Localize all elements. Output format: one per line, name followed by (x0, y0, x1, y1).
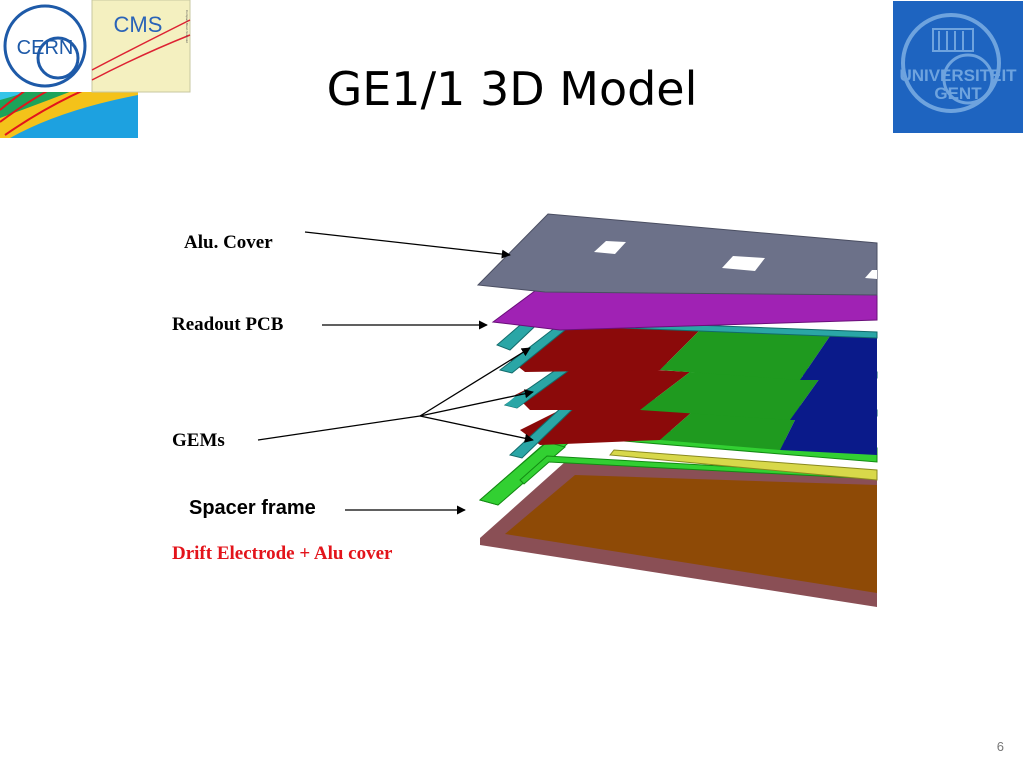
gem-2-blue (790, 378, 877, 420)
drift-electrode (505, 475, 877, 593)
page-number: 6 (996, 739, 1004, 754)
ugent-logo-line1: UNIVERSITEIT (899, 66, 1017, 85)
ugent-logo-icon: UNIVERSITEIT GENT (893, 1, 1023, 133)
gem-2-frame-left (505, 394, 530, 408)
label-gems: GEMs (172, 430, 225, 451)
alu-cover-hole-3 (865, 270, 877, 279)
label-drift-electrode: Drift Electrode + Alu cover (172, 543, 393, 564)
yellow-bar (609, 449, 878, 481)
arrow-alu-cover (304, 231, 511, 259)
label-spacer-frame: Spacer frame (189, 497, 316, 519)
arrow-gems-2 (419, 389, 534, 417)
cern-logo-icon: CMS CERN Compact Muon Solenoid (0, 0, 191, 138)
cms-logo-small-text: Compact Muon Solenoid (185, 10, 189, 43)
slide-title: GE1/1 3D Model (326, 62, 698, 116)
gem-3-blue (780, 410, 877, 455)
gem-1-green (660, 330, 830, 380)
cern-logo-text: CERN (17, 37, 74, 59)
ugent-logo-line2: GENT (934, 84, 982, 103)
arrow-gems-3 (419, 415, 534, 443)
label-alu-cover: Alu. Cover (184, 232, 273, 253)
alu-cover (476, 213, 878, 296)
cern-cms-logo: CMS CERN Compact Muon Solenoid (0, 0, 192, 140)
gem-2-green (640, 372, 820, 420)
alu-cover-hole-1 (594, 241, 626, 254)
arrow-gems-stem (257, 415, 421, 441)
ugent-logo: UNIVERSITEIT GENT (893, 1, 1023, 133)
arrow-gems-1 (419, 347, 531, 417)
label-readout-pcb: Readout PCB (172, 314, 284, 335)
cms-logo-text: CMS (114, 12, 163, 37)
alu-cover-hole-2 (722, 256, 765, 271)
spacer-frame-left (478, 441, 567, 506)
gem-1-blue (800, 336, 877, 380)
